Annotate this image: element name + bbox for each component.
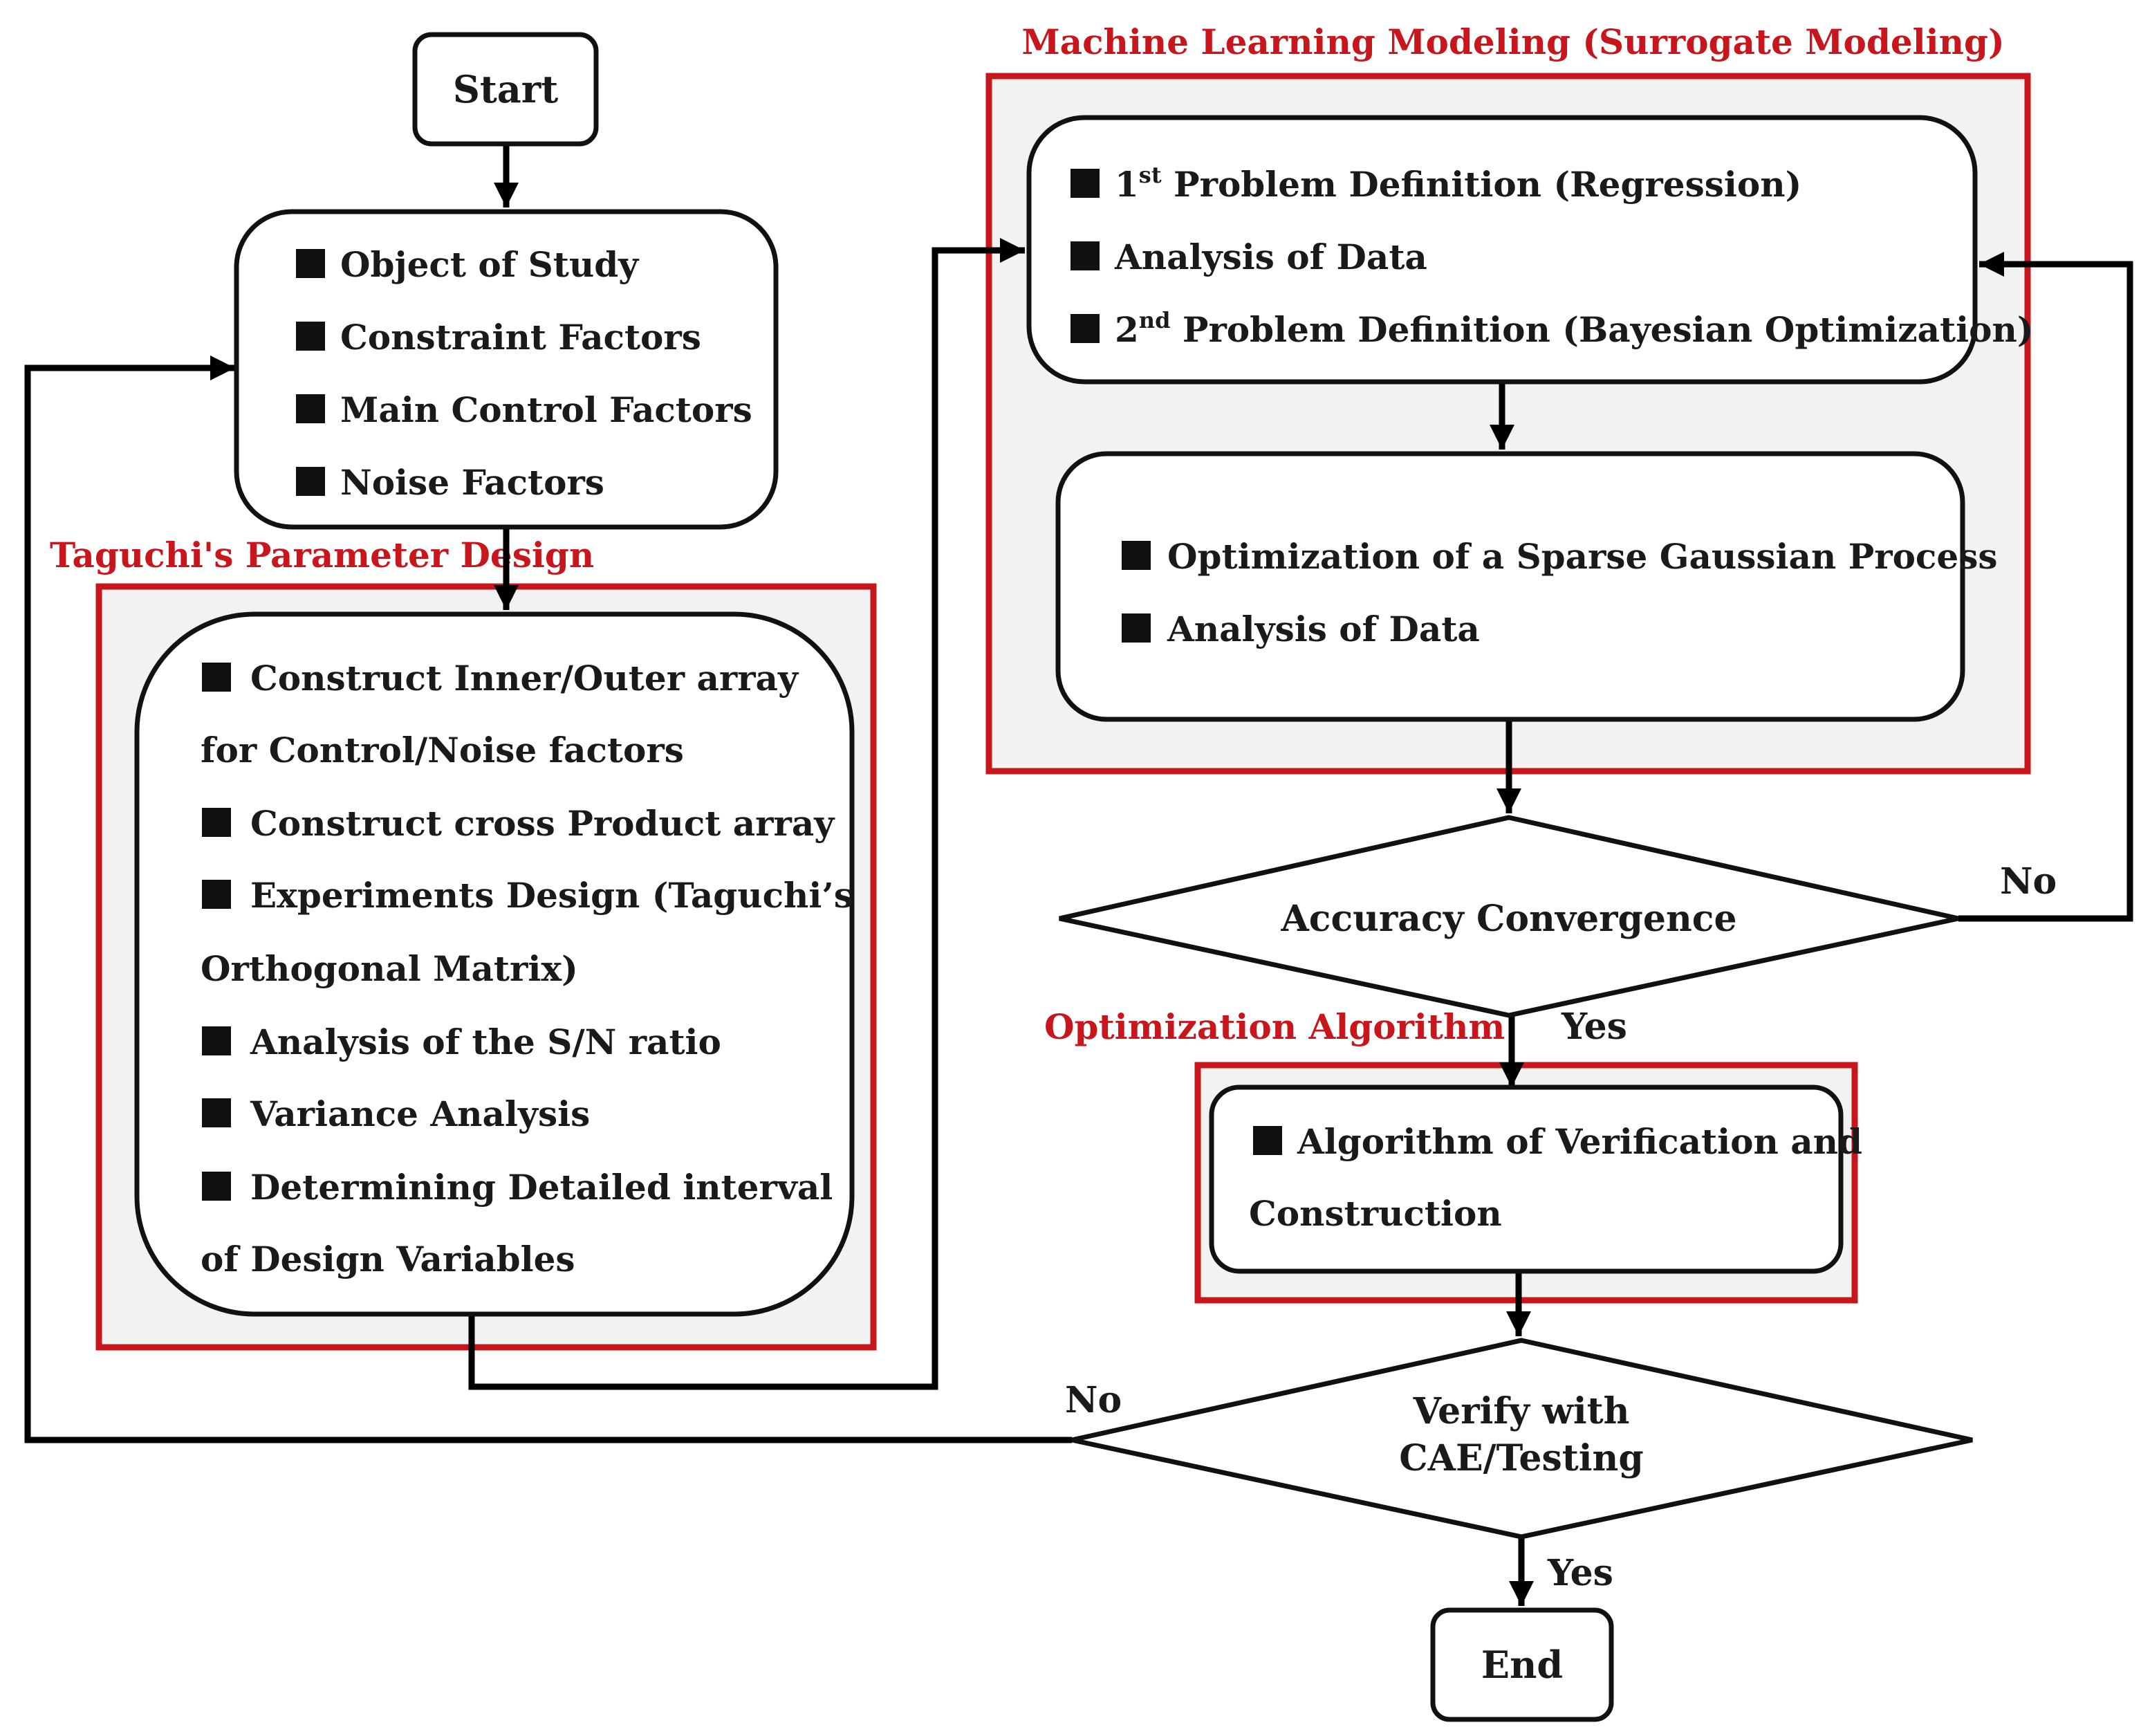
optimization-line: Construction [1249,1193,1502,1234]
taguchi-line: Determining Detailed interval [250,1167,833,1208]
optimization-line: Algorithm of Verification and [1297,1121,1862,1162]
svg-text:Noise Factors: Noise Factors [340,462,604,503]
taguchi-box: Construct Inner/Outer array for Control/… [134,611,855,1317]
ml-gaussian-box: Optimization of a Sparse Gaussian Proces… [1055,451,1998,722]
accuracy-yes-label: Yes [1561,1006,1627,1048]
study-item: Noise Factors [296,462,604,503]
svg-text:Analysis of Data: Analysis of Data [1114,237,1427,277]
verify-label-line: Verify with [1413,1390,1630,1432]
ml-problem-item: Analysis of Data [1070,237,1427,277]
svg-text:1st Problem Definition (Regres: 1st Problem Definition (Regression) [1115,162,1801,205]
svg-text:Optimization of a Sparse Gauss: Optimization of a Sparse Gaussian Proces… [1167,536,1998,577]
taguchi-line: Orthogonal Matrix) [201,948,578,989]
verify-decision: Verify with CAE/Testing [1071,1338,1973,1540]
study-item: Object of Study [296,244,640,285]
start-node: Start [412,32,599,147]
optimization-section-label: Optimization Algorithm [1044,1006,1505,1047]
svg-text:Analysis of Data: Analysis of Data [1167,609,1480,649]
svg-text:Main Control Factors: Main Control Factors [340,389,752,430]
taguchi-line: Experiments Design (Taguchi’s [250,875,853,916]
svg-text:Constraint Factors: Constraint Factors [340,317,701,358]
accuracy-label: Accuracy Convergence [1280,898,1736,940]
verify-no-label: No [1065,1379,1122,1421]
end-node: End [1430,1607,1614,1722]
ml-problem-item: 2nd Problem Definition (Bayesian Optimiz… [1070,307,2034,350]
ml-section-label: Machine Learning Modeling (Surrogate Mod… [1021,21,2004,62]
taguchi-line: of Design Variables [201,1239,575,1280]
taguchi-section-label: Taguchi's Parameter Design [50,535,594,575]
study-item: Main Control Factors [296,389,752,430]
taguchi-line: Construct cross Product array [250,803,835,844]
end-label: End [1481,1643,1563,1687]
taguchi-line: for Control/Noise factors [201,730,684,770]
svg-text:2nd Problem Definition (Bayesi: 2nd Problem Definition (Bayesian Optimiz… [1115,307,2034,350]
optimization-box: Algorithm of Verification and Constructi… [1209,1084,1862,1274]
start-label: Start [453,67,558,111]
accuracy-no-label: No [2000,860,2057,903]
ml-problem-box: 1st Problem Definition (Regression) Anal… [1026,115,2034,385]
arrow-taguchi-to-ml [468,238,1025,1390]
arrow-verify-no-loop [24,355,1072,1443]
accuracy-decision: Accuracy Convergence [1059,815,1959,1018]
ml-gaussian-item: Analysis of Data [1122,609,1480,649]
verify-label-line: CAE/Testing [1399,1437,1643,1479]
taguchi-line: Variance Analysis [250,1093,590,1134]
svg-text:Object of Study: Object of Study [340,244,640,285]
ml-problem-item: 1st Problem Definition (Regression) [1070,162,1801,205]
ml-gaussian-item: Optimization of a Sparse Gaussian Proces… [1122,536,1998,577]
verify-yes-label: Yes [1547,1552,1613,1594]
taguchi-line: Construct Inner/Outer array [250,658,799,699]
study-item: Constraint Factors [296,317,701,358]
arrow-accuracy-no-loop [1958,252,2133,922]
taguchi-line: Analysis of the S/N ratio [250,1022,721,1062]
study-box: Object of Study Constraint Factors Main … [234,209,779,530]
